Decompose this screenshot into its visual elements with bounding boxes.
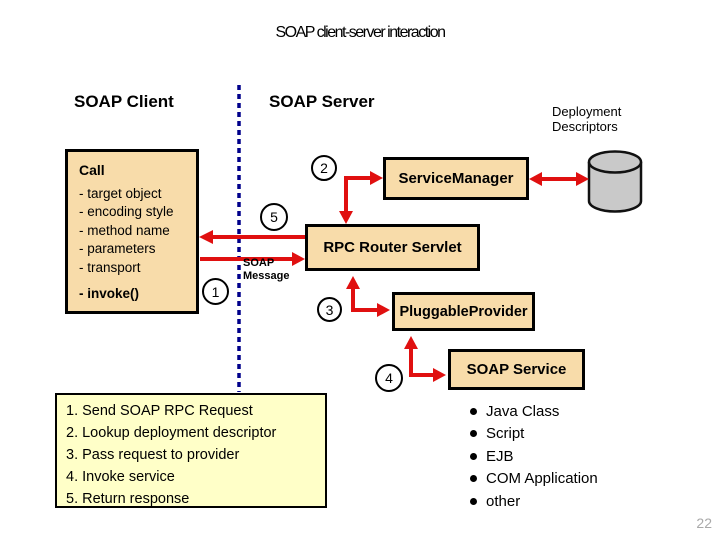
- provider-list-item: Script: [470, 423, 598, 446]
- provider-list-item: COM Application: [470, 468, 598, 491]
- call-box-invoke: - invoke(): [79, 286, 140, 301]
- step-marker-1: 1: [202, 278, 229, 305]
- arrow-invoke-service-elbow: [404, 336, 446, 382]
- step-marker-4: 4: [375, 364, 403, 392]
- provider-label: Java Class: [486, 402, 560, 420]
- step-marker-2: 2: [311, 155, 337, 181]
- arrow-service-manager-descriptors-bidirectional: [529, 172, 589, 186]
- provider-label: Script: [486, 425, 525, 443]
- page-number: 22: [696, 515, 712, 531]
- call-box-item: - method name: [79, 222, 170, 238]
- soap-message-line1: SOAP: [243, 257, 275, 269]
- call-object-box: Call - target object - encoding style - …: [65, 149, 199, 314]
- pluggable-provider-box: PluggableProvider: [392, 292, 535, 331]
- step-marker-3: 3: [317, 297, 342, 322]
- provider-list-item: other: [470, 490, 598, 513]
- arrow-response-to-client: [199, 230, 305, 244]
- bullet-icon: [470, 452, 477, 460]
- steps-legend-item: 4. Invoke service: [66, 469, 175, 485]
- arrow-pass-to-provider-elbow: [346, 276, 390, 317]
- step-marker-5: 5: [260, 203, 288, 231]
- provider-label: other: [486, 492, 521, 510]
- call-box-item: - transport: [79, 259, 141, 275]
- arrow-lookup-elbow-service-manager: [339, 171, 383, 224]
- rpc-router-servlet-box: RPC Router Servlet: [305, 224, 480, 271]
- call-box-item: - encoding style: [79, 204, 174, 219]
- call-box-item: - target object: [79, 185, 162, 201]
- steps-legend-item: 2. Lookup deployment descriptor: [66, 425, 277, 441]
- provider-label: EJB: [486, 447, 514, 465]
- steps-legend-item: 1. Send SOAP RPC Request: [66, 403, 253, 419]
- soap-server-label: SOAP Server: [269, 92, 375, 111]
- soap-message-line2: Message: [243, 270, 290, 282]
- deployment-descriptors-line2: Descriptors: [552, 119, 618, 134]
- call-box-title: Call: [79, 162, 105, 178]
- deployment-descriptors-label: Deployment Descriptors: [552, 104, 621, 134]
- soap-message-label: SOAP Message: [243, 257, 289, 283]
- steps-legend-item: 5. Return response: [66, 491, 190, 507]
- service-manager-box: ServiceManager: [383, 157, 529, 200]
- steps-legend-box: 1. Send SOAP RPC Request 2. Lookup deplo…: [55, 393, 327, 508]
- provider-list-item: EJB: [470, 445, 598, 468]
- soap-service-box: SOAP Service: [448, 349, 585, 390]
- bullet-icon: [470, 475, 477, 483]
- page-title: SOAP client-server interaction: [275, 24, 446, 41]
- bullet-icon: [470, 407, 477, 415]
- steps-legend-item: 3. Pass request to provider: [66, 447, 240, 463]
- provider-types-list: Java Class Script EJB COM Application ot…: [470, 400, 598, 513]
- provider-list-item: Java Class: [470, 400, 598, 423]
- bullet-icon: [470, 430, 477, 438]
- database-cylinder-icon: [587, 150, 643, 213]
- soap-client-label: SOAP Client: [74, 92, 174, 111]
- bullet-icon: [470, 497, 477, 505]
- arrow-request-to-rpc-router: [200, 252, 305, 266]
- provider-label: COM Application: [486, 470, 598, 488]
- call-box-item: - parameters: [79, 241, 156, 256]
- deployment-descriptors-line1: Deployment: [552, 104, 622, 119]
